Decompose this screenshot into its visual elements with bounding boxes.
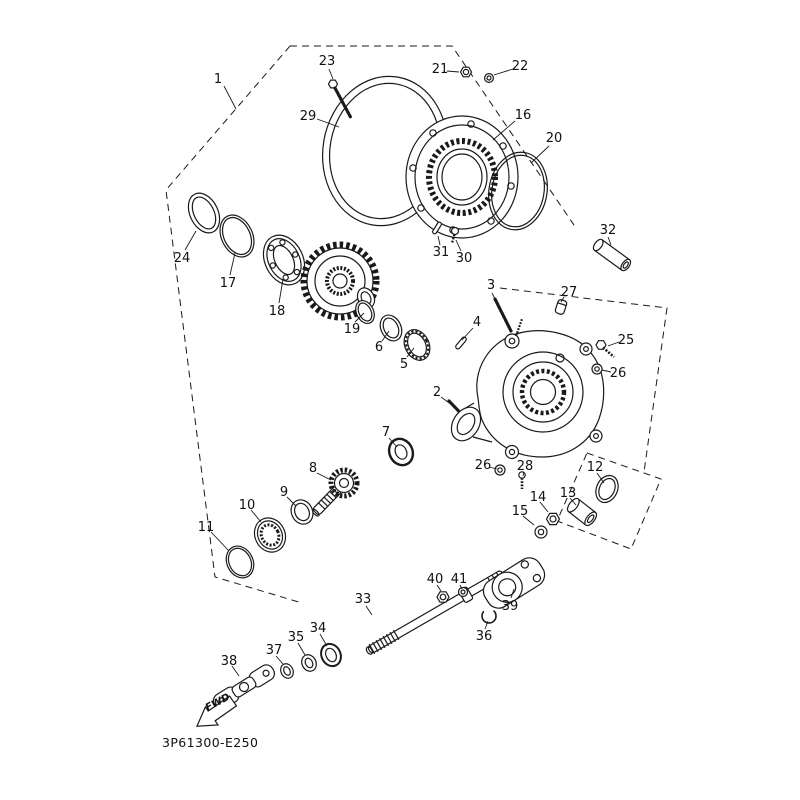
callout-27: 27 — [561, 285, 578, 300]
callout-17: 17 — [220, 276, 237, 291]
callout-39: 39 — [502, 599, 519, 614]
part-3-stud — [493, 297, 513, 333]
part-37-washer — [280, 663, 294, 679]
part-17-ring — [219, 214, 255, 258]
part-4-pin — [455, 336, 467, 350]
callout-35: 35 — [288, 630, 305, 645]
final-drive-housing — [450, 318, 605, 460]
part-15-washer — [534, 525, 548, 539]
callout-24: 24 — [174, 251, 191, 266]
part-19-shim-ring — [355, 299, 375, 325]
callout-6: 6 — [375, 340, 383, 355]
callout-26a: 26 — [610, 366, 627, 381]
part-23-bolt — [327, 79, 353, 120]
callout-16: 16 — [515, 108, 532, 123]
callout-leader-lines — [184, 68, 620, 677]
assembly-boundary-dashes — [165, 45, 668, 604]
callout-37: 37 — [266, 643, 283, 658]
callout-31: 31 — [433, 245, 450, 260]
part-20-gasket-ring — [488, 151, 548, 231]
callout-5: 5 — [400, 357, 408, 372]
callout-11: 11 — [198, 520, 215, 535]
callout-33: 33 — [355, 592, 372, 607]
part-35-washer — [301, 654, 317, 672]
part-13-collar — [566, 497, 598, 527]
part-21-nut — [459, 66, 473, 78]
callout-26b: 26 — [475, 458, 492, 473]
part-31-pin — [432, 221, 442, 235]
callout-7: 7 — [382, 425, 390, 440]
fwd-arrow-icon — [196, 695, 238, 727]
part-26-washer-b — [494, 464, 506, 476]
callout-36: 36 — [476, 629, 493, 644]
callout-25: 25 — [618, 333, 635, 348]
part-10-coupling — [253, 517, 287, 553]
part-9-ring — [290, 499, 314, 525]
part-36-circlip — [481, 608, 497, 624]
part-16-bearing-housing — [405, 115, 519, 239]
callout-19: 19 — [344, 322, 361, 337]
callout-12: 12 — [587, 460, 604, 475]
callout-22: 22 — [512, 59, 529, 74]
callout-8: 8 — [309, 461, 317, 476]
part-11-oring — [225, 545, 255, 579]
middle-driven-gear — [300, 241, 380, 321]
callout-34: 34 — [310, 621, 327, 636]
callout-30: 30 — [456, 251, 473, 266]
callout-3: 3 — [487, 278, 495, 293]
part-14-nut — [545, 512, 561, 526]
callout-4: 4 — [473, 315, 481, 330]
callout-18: 18 — [269, 304, 286, 319]
part-25-bolt — [595, 340, 615, 358]
part-41-washer — [457, 586, 469, 598]
part-26-washer-a — [591, 363, 603, 375]
part-40-nut — [436, 591, 450, 603]
callout-labels: 1 2 3 4 5 6 7 8 9 10 11 12 13 14 15 16 1… — [174, 54, 635, 669]
callout-38: 38 — [221, 654, 238, 669]
callout-32: 32 — [600, 223, 617, 238]
callout-14: 14 — [530, 490, 547, 505]
callout-28: 28 — [517, 459, 534, 474]
part-22-washer — [484, 72, 495, 83]
callout-15: 15 — [512, 504, 529, 519]
part-6-ring — [379, 314, 403, 342]
diagram-code: 3P61300-E250 — [162, 735, 258, 750]
callout-41: 41 — [451, 572, 468, 587]
callout-10: 10 — [239, 498, 256, 513]
part-34-collar — [320, 642, 342, 668]
callout-9: 9 — [280, 485, 288, 500]
part-32-collar-tube — [592, 238, 632, 272]
part-8-pinion-gear — [311, 467, 360, 517]
callout-13: 13 — [560, 486, 577, 501]
callout-40: 40 — [427, 572, 444, 587]
callout-23: 23 — [319, 54, 336, 69]
part-27-plug — [554, 299, 568, 315]
part-24-oil-seal — [187, 192, 221, 234]
part-28-screw — [518, 471, 526, 489]
part-18-bearing — [262, 234, 306, 286]
part-12-seal-ring — [595, 474, 619, 504]
part-30-bolt — [450, 226, 460, 244]
callout-29: 29 — [300, 109, 317, 124]
callout-21: 21 — [432, 62, 449, 77]
callout-2: 2 — [433, 385, 441, 400]
callout-1: 1 — [214, 72, 222, 87]
callout-20: 20 — [546, 131, 563, 146]
